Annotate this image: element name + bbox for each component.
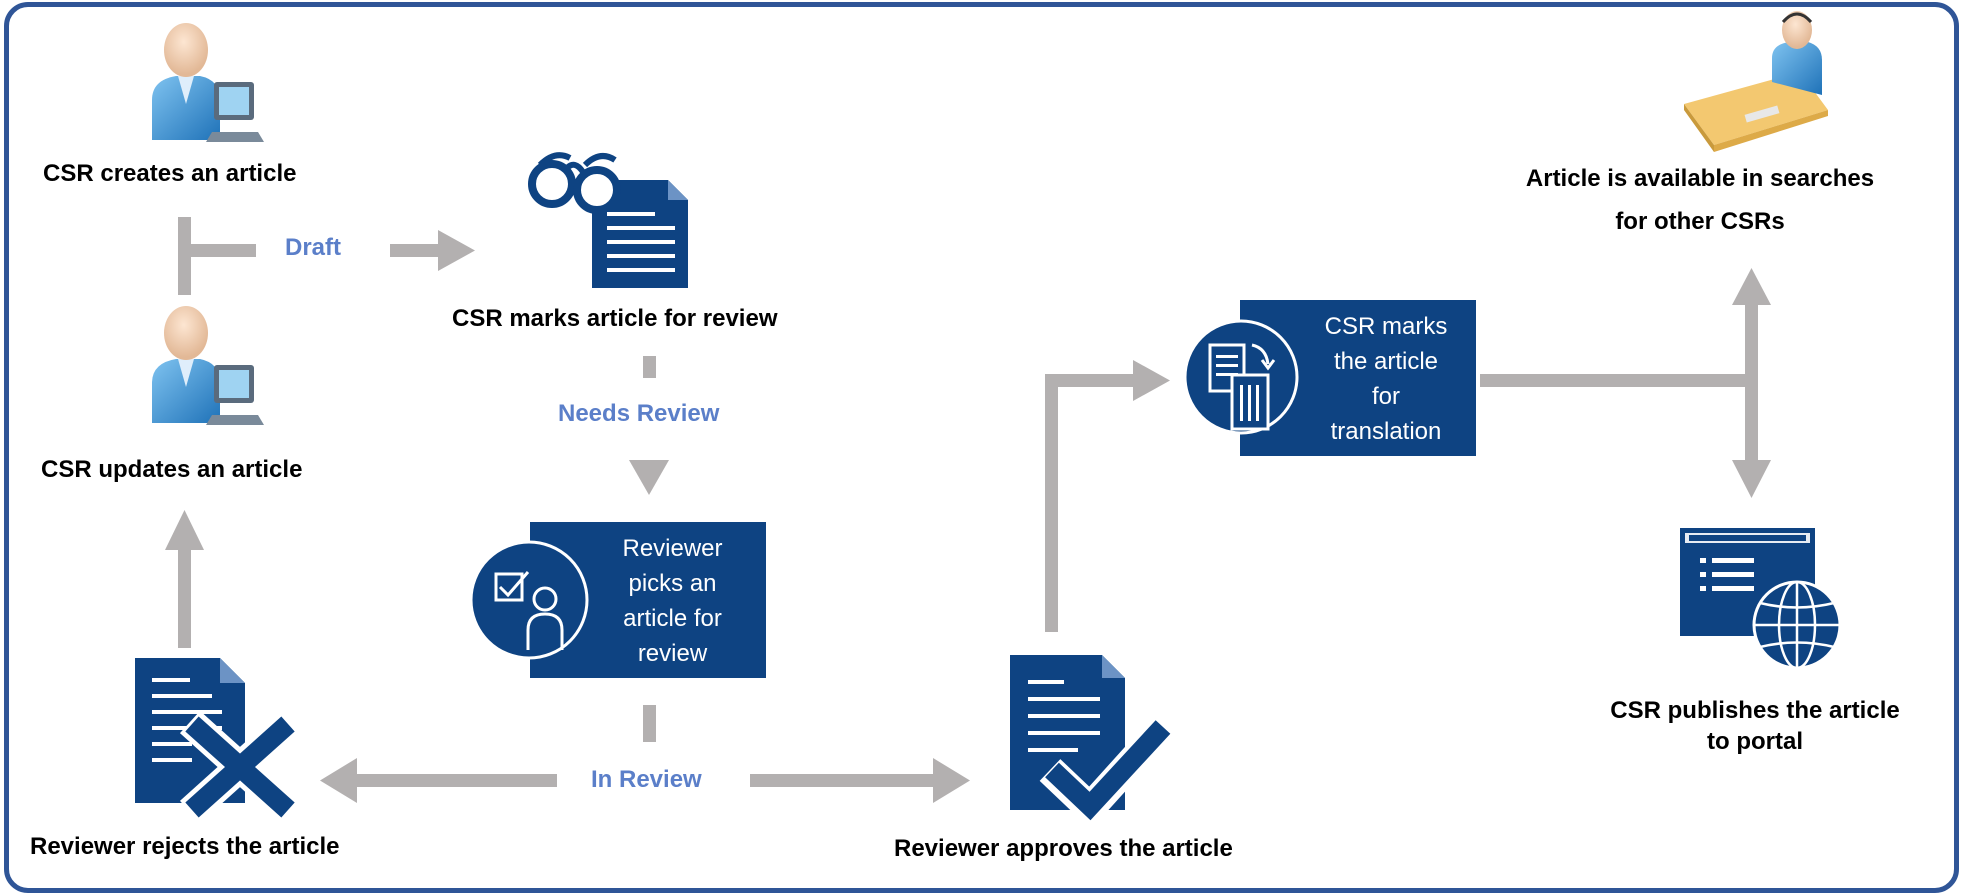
branch-down-arrow-head [1732,460,1771,498]
translation-line: the article [1333,348,1439,375]
connectors [165,217,1771,803]
reviewer-picks-text: Reviewer picks an article for review [590,531,755,671]
reviewer-picks-line: review [637,640,708,667]
reject-arrow-head [320,758,357,803]
branch-horizontal [1480,374,1745,387]
translation-line: for [1371,383,1400,410]
reviewer-picks-box [469,522,766,678]
glasses-document-icon [528,152,688,288]
translation-arrow-head [1133,360,1170,401]
user-computer-icon [152,306,264,425]
article-available-line1: Article is available in searches [1525,165,1875,192]
review-dash [643,356,656,378]
reject-arrow-shaft [355,774,557,787]
branch-vertical [1745,300,1758,466]
article-available-line2: for other CSRs [1615,208,1785,236]
translation-arrow-horizontal [1045,374,1135,387]
state-in-review: In Review [583,766,710,794]
needs-review-arrow-head [629,460,669,495]
approve-arrow-shaft [750,774,935,787]
bracket-horizontal [178,244,256,257]
update-arrow-head [165,510,204,550]
document-reject-icon [135,658,301,824]
branch-up-arrow-head [1732,268,1771,305]
user-computer-icon [152,23,264,142]
csr-creates-label: CSR creates an article [43,160,297,187]
state-draft: Draft [285,234,342,262]
web-portal-globe-icon [1680,528,1842,670]
in-review-dash [643,705,656,742]
translation-text: CSR marks the article for translation [1300,309,1472,449]
reviewer-picks-line: picks an [628,570,717,597]
reviewer-picks-line: Reviewer [622,535,723,562]
translation-arrow-vertical [1045,374,1058,632]
csr-publishes-line1: CSR publishes the article [1610,697,1900,724]
csr-publishes-line2: to portal [1707,728,1803,755]
checklist-person-icon [469,540,589,660]
translation-line: translation [1330,418,1442,445]
agent-desk-icon [1684,11,1828,152]
csr-publishes-label: CSR publishes the article to portal [1555,695,1955,757]
state-needs-review: Needs Review [558,400,720,428]
article-available-label: Article is available in searches for oth… [1500,163,1900,237]
csr-updates-label: CSR updates an article [41,456,303,483]
csr-marks-translation-box [1183,300,1476,456]
update-arrow-shaft [178,548,191,648]
translation-line: CSR marks [1324,313,1448,340]
draft-arrow-head [438,230,475,271]
reviewer-picks-line: article for [623,605,722,632]
reviewer-rejects-label: Reviewer rejects the article [30,833,340,860]
reviewer-approves-label: Reviewer approves the article [894,835,1233,862]
document-approve-icon [1010,655,1177,830]
approve-arrow-head [933,758,970,803]
csr-marks-review-label: CSR marks article for review [452,305,778,332]
draft-arrow-shaft [390,244,440,257]
diagram-frame [4,2,1959,893]
